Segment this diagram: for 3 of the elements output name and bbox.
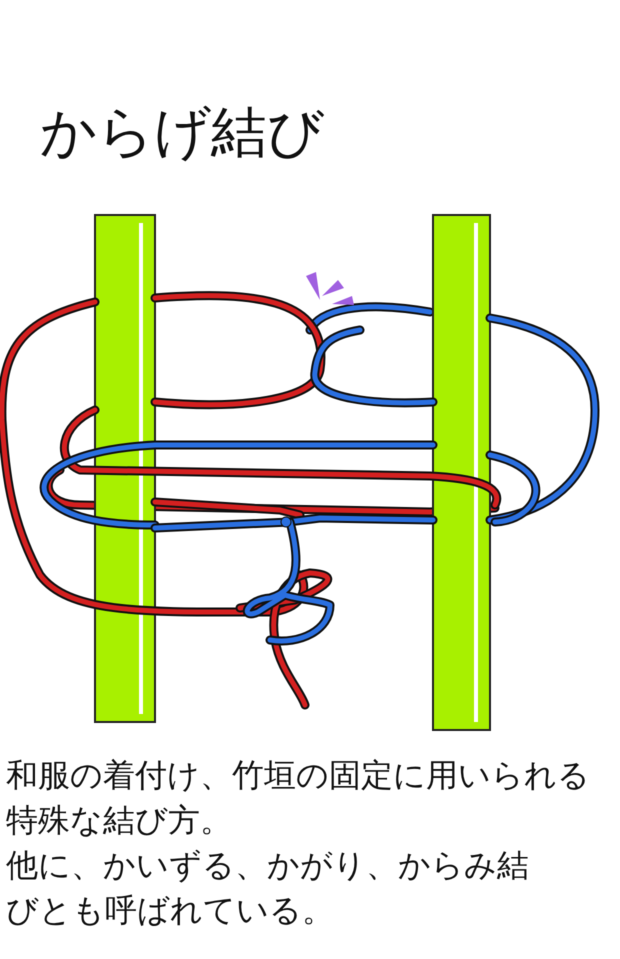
note-text: 他に、かいずる、かがり、からみ結びとも呼ばれている。 <box>6 845 530 931</box>
title: からげ結び <box>40 99 324 167</box>
caption: 和服の着付け、竹垣の固定に用いられる特殊な結び方。 <box>6 755 591 841</box>
